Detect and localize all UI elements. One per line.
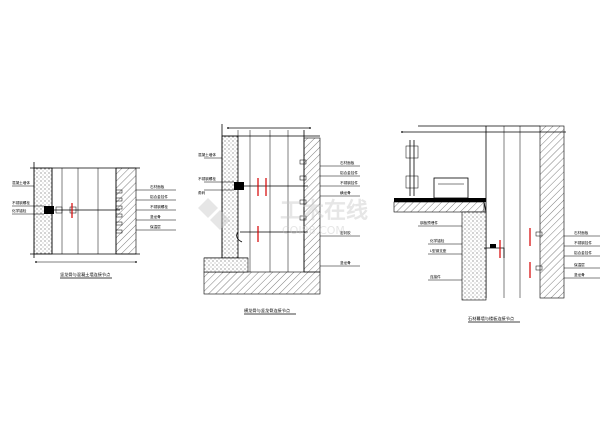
detail-2: 混凝土墙体 不锈钢螺栓 角码 石材面板 铝合金挂件 不锈钢挂件 横龙骨 密封胶 … [198, 124, 360, 315]
detail-3: 钢板预埋件 化学锚栓 L型钢支座 连接件 石材面板 不锈钢挂件 铝合金挂件 保温… [393, 125, 600, 323]
callout-right: 不锈钢螺栓 [150, 204, 168, 209]
callout-right: 保温层 [150, 224, 161, 229]
anchor-bracket-1 [44, 206, 54, 214]
callout-right: 竖龙骨 [574, 272, 585, 277]
callout-right: 竖龙骨 [340, 260, 351, 265]
callout-right: 密封胶 [340, 230, 351, 235]
callout-right: 横龙骨 [340, 190, 351, 195]
callout-left: 不锈钢螺栓 [198, 176, 216, 181]
watermark-text: 工木在线 [280, 198, 368, 224]
detail-1: 混凝土墙体 不锈钢螺栓 化学锚栓 石材面板 铝合金挂件 不锈钢螺栓 竖龙骨 保温… [12, 162, 176, 279]
callout-right: 不锈钢挂件 [574, 240, 592, 245]
callout-right: 石材面板 [574, 230, 589, 235]
concrete-wall-2 [221, 135, 239, 273]
callout-right: 保温层 [574, 262, 585, 267]
callout-right: 不锈钢挂件 [340, 180, 358, 185]
callout-left: 化学锚栓 [430, 238, 445, 243]
callout-right: 竖龙骨 [150, 214, 161, 219]
callout-left: 混凝土墙体 [12, 180, 30, 185]
equipment-box [433, 177, 469, 199]
callout-left: 连接件 [430, 274, 441, 279]
callout-left: 混凝土墙体 [198, 152, 216, 157]
watermark-url: COI88.COM [282, 224, 345, 237]
callout-left: 不锈钢螺栓 [12, 200, 30, 205]
watermark-logo-icon [198, 198, 230, 230]
callout-right: 铝合金挂件 [574, 250, 592, 255]
detail-title: 横龙骨与竖龙骨连接节点 [244, 307, 290, 314]
ground-slab-2 [203, 271, 321, 295]
detail-title: 石材幕墙与楼板连接节点 [468, 315, 514, 322]
callout-left: 角码 [198, 190, 206, 195]
callout-right: 铝合金挂件 [150, 194, 168, 199]
callout-left: 化学锚栓 [12, 208, 27, 213]
concrete-wall-3 [461, 211, 487, 301]
detail-title: 竖龙骨与混凝土墙连接节点 [60, 271, 110, 278]
floor-slab-3 [393, 201, 485, 213]
callout-right: 石材面板 [340, 160, 355, 165]
callout-left: 钢板预埋件 [420, 220, 438, 225]
callout-left: L型钢支座 [430, 248, 447, 253]
stone-panel-1 [115, 167, 137, 255]
callout-right: 铝合金挂件 [340, 170, 358, 175]
callout-right: 石材面板 [150, 184, 165, 189]
anchor-bracket-2a [234, 182, 244, 190]
watermark: 工木在线 COI88.COM [198, 198, 368, 237]
stone-panel-3 [539, 125, 565, 299]
